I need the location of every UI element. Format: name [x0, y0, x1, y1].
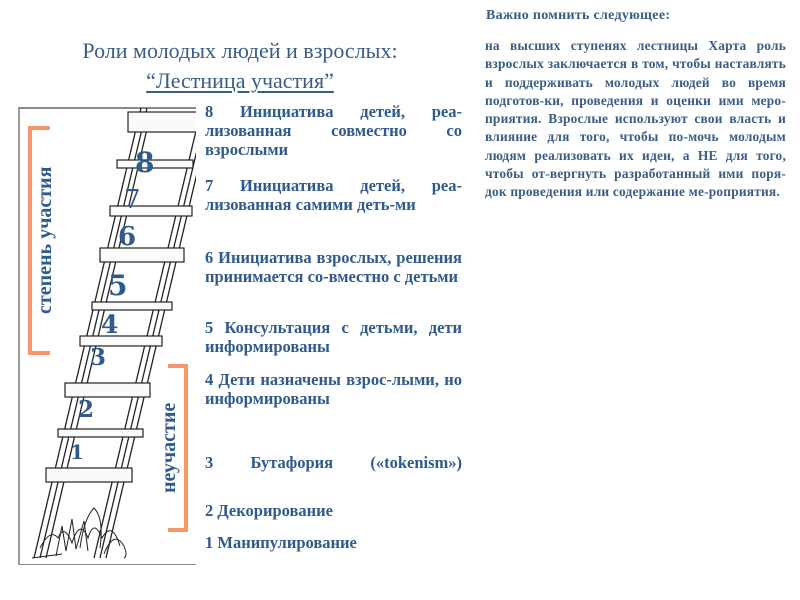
rung-number-8: 8 — [135, 146, 155, 179]
rung-number-1: 1 — [70, 440, 84, 464]
note-body: на высших ступенях лестницы Харта роль в… — [485, 38, 786, 200]
participation-bracket — [28, 126, 50, 355]
step-7: 7 Инициатива детей, реа-лизованная самим… — [205, 176, 462, 214]
step-2: 2 Декорирование — [205, 501, 333, 520]
rung-number-2: 2 — [78, 396, 95, 423]
note-title: Важно помнить следующее: — [486, 8, 671, 23]
participation-label: степень участия — [34, 166, 56, 314]
rung-number-7: 7 — [124, 185, 141, 215]
step-4: 4 Дети назначены взрос-лыми, но информир… — [205, 370, 462, 408]
ladder-frame — [18, 107, 196, 565]
title-line-2: “Лестница участия” — [146, 68, 334, 93]
slide-title: Роли молодых людей и взрослых: “Лестница… — [40, 36, 440, 96]
step-8: 8 Инициатива детей, реа-лизованная совме… — [205, 102, 462, 159]
step-6: 6 Инициатива взрослых, решения принимает… — [205, 248, 462, 286]
title-line-1: Роли молодых людей и взрослых: — [82, 38, 398, 63]
rung-number-3: 3 — [90, 344, 107, 371]
rung-number-5: 5 — [108, 269, 128, 302]
rung-number-6: 6 — [118, 222, 137, 252]
step-3: 3 Бутафория («tokenism») — [205, 453, 462, 472]
step-1: 1 Манипулирование — [205, 533, 357, 552]
step-5: 5 Консультация с детьми, дети информиров… — [205, 318, 462, 356]
ladder-illustration — [31, 108, 196, 559]
rung-number-4: 4 — [101, 310, 119, 339]
nonparticipation-label: неучастие — [158, 402, 180, 494]
nonparticipation-bracket — [168, 364, 188, 532]
